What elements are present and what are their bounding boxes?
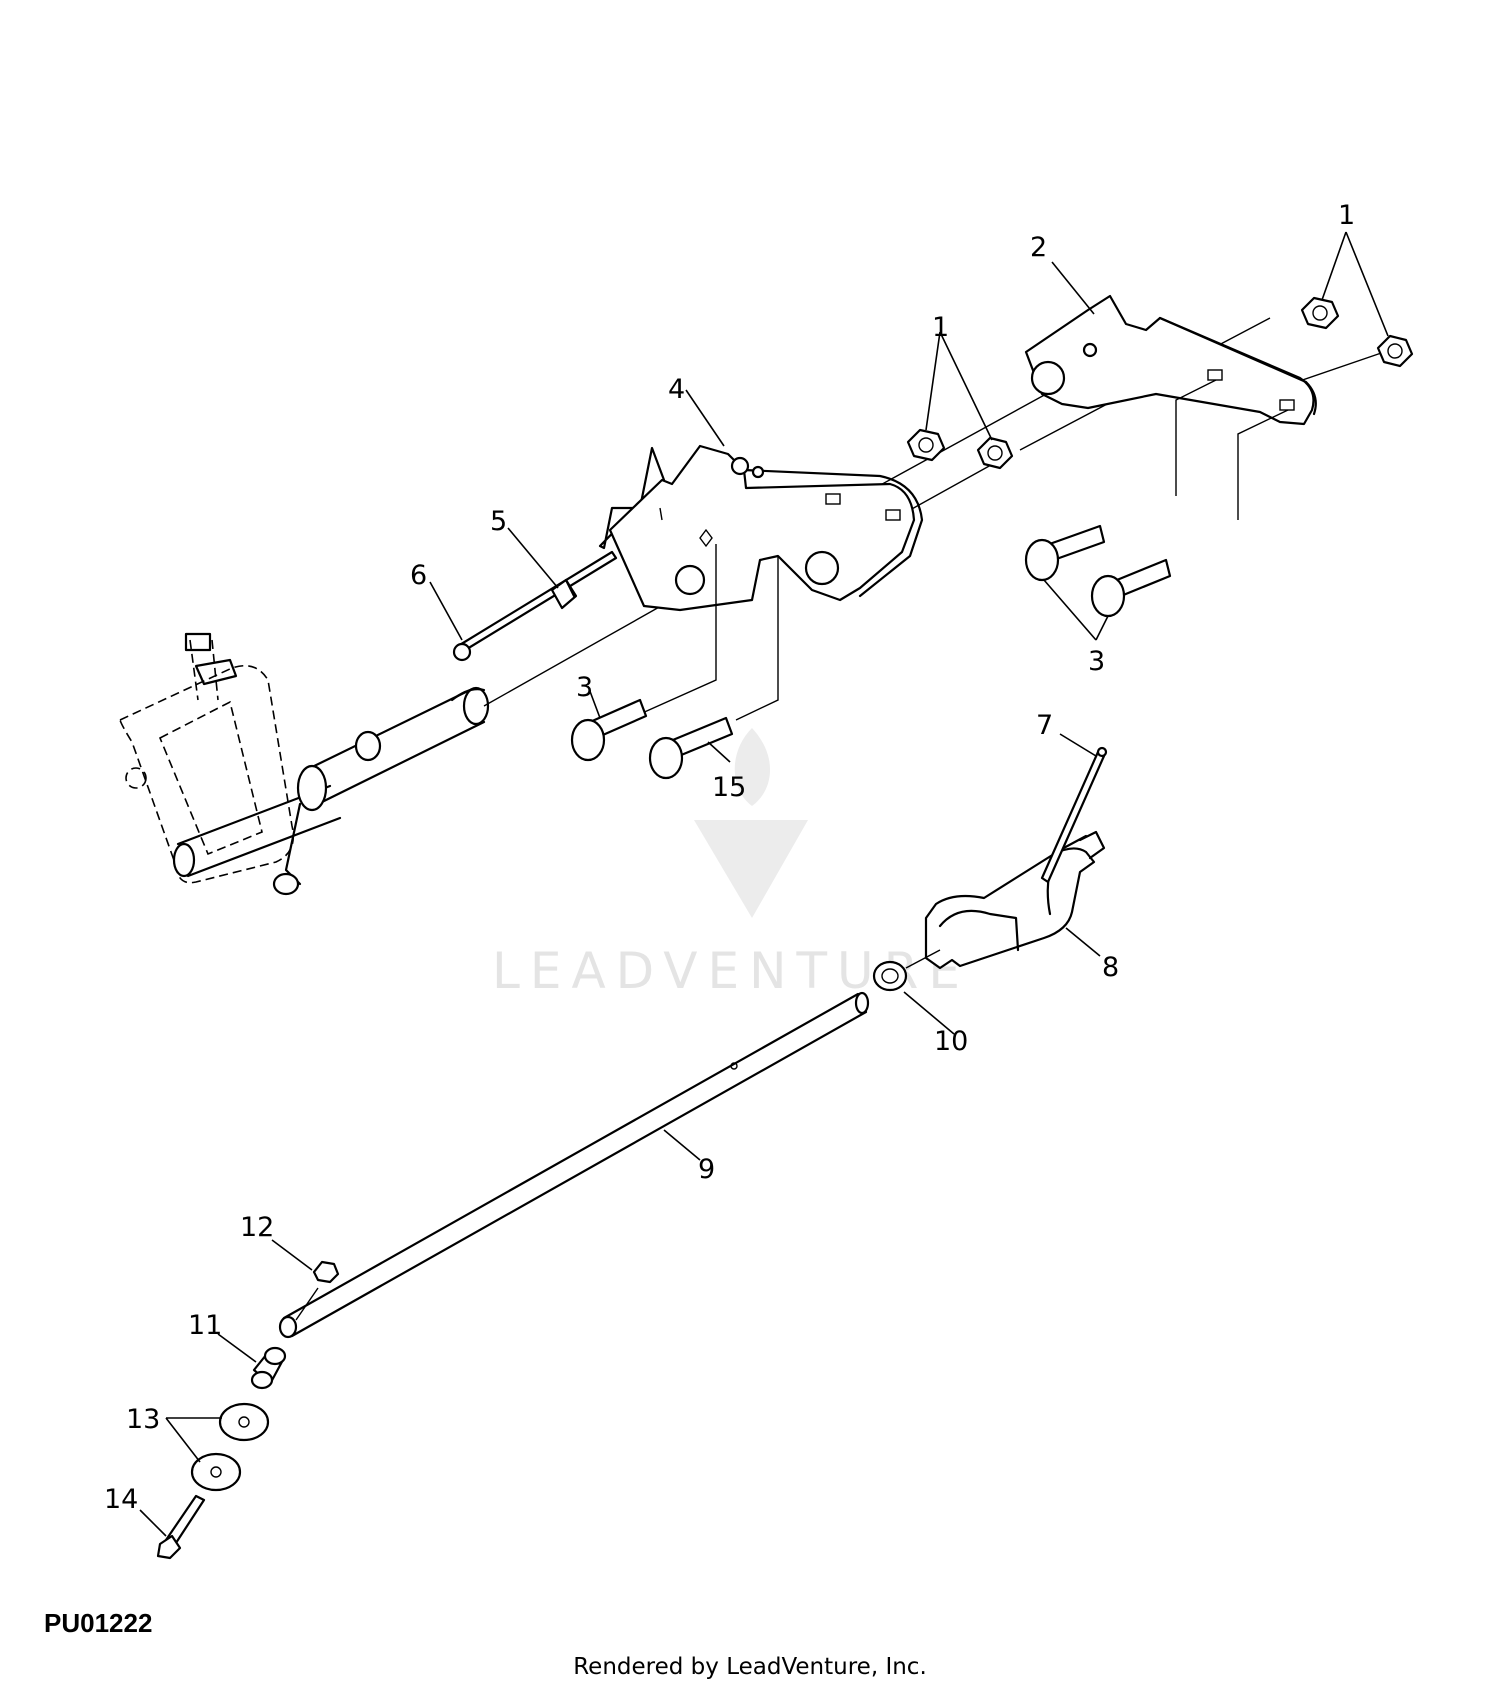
bracket-item-4 <box>598 444 924 612</box>
bracket-item-2 <box>1024 294 1317 520</box>
bolts-items-3-15 <box>570 544 779 780</box>
callout-13: 13 <box>126 1404 160 1435</box>
leader-lines <box>139 231 1389 1537</box>
drawing-id: PU01222 <box>44 1608 153 1638</box>
nuts-item-1-left <box>906 428 1014 470</box>
callout-10: 10 <box>934 1026 968 1057</box>
callout-14: 14 <box>104 1484 138 1515</box>
callout-1-right: 1 <box>1338 200 1355 231</box>
pin-item-7 <box>1040 746 1108 884</box>
callout-11: 11 <box>188 1310 222 1341</box>
rod-item-9 <box>278 991 870 1339</box>
bolts-item-3-right <box>1024 524 1172 618</box>
housing-item-8 <box>924 830 1106 970</box>
callout-5: 5 <box>490 506 507 537</box>
callout-2: 2 <box>1030 232 1047 263</box>
spacer-item-11 <box>250 1346 287 1390</box>
watermark-logo-v-icon <box>694 820 808 918</box>
watermark-logo-flame-icon <box>734 728 771 806</box>
callout-15: 15 <box>712 772 746 803</box>
footer-credit: Rendered by LeadVenture, Inc. <box>573 1654 927 1680</box>
callout-7: 7 <box>1036 710 1053 741</box>
nuts-item-1-right <box>1300 296 1414 368</box>
screw-item-6 <box>452 550 618 662</box>
callout-3-left: 3 <box>576 672 593 703</box>
nut-item-12 <box>295 1260 340 1321</box>
callout-4: 4 <box>668 374 685 405</box>
callout-8: 8 <box>1102 952 1119 983</box>
watermark: LEADVENTURE <box>492 728 960 1000</box>
reference-assembly <box>119 632 490 896</box>
callout-6: 6 <box>410 560 427 591</box>
callout-labels: 1 1 2 3 3 4 5 6 7 8 9 10 11 12 13 14 15 <box>104 200 1355 1515</box>
callout-9: 9 <box>698 1154 715 1185</box>
callout-1-left: 1 <box>932 312 949 343</box>
callout-3-right: 3 <box>1088 646 1105 677</box>
bushing-item-10 <box>872 949 941 992</box>
callout-12: 12 <box>240 1212 274 1243</box>
washers-item-13 <box>190 1402 270 1492</box>
bolt-item-14 <box>156 1494 206 1560</box>
